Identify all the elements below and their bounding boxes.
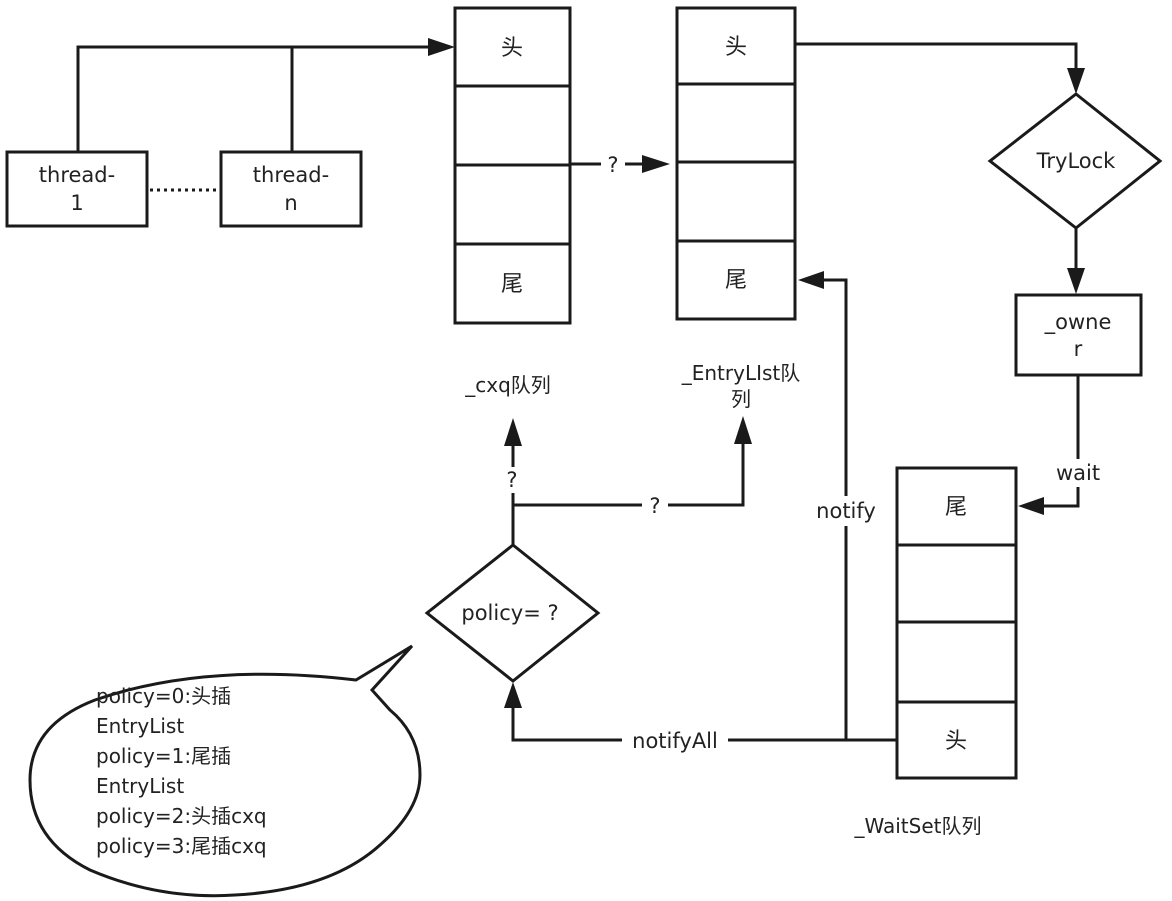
entrylist-arrowhead [642, 155, 670, 173]
waitset-head-label: 头 [945, 729, 967, 754]
cxq-caption-arrowhead [504, 418, 522, 446]
cxq-cell [453, 163, 572, 246]
owner-arrowhead [1067, 268, 1085, 294]
waitset-tail-label: 尾 [945, 495, 967, 520]
note-line: policy=3:尾插cxq [96, 834, 267, 858]
note-line: EntryList [96, 774, 184, 798]
waitset-cell-head [895, 700, 1018, 780]
entrylist-to-trylock-connector [796, 42, 1078, 72]
cxq-to-entrylist-label: ? [607, 153, 618, 177]
entrylist-caption-line2: 列 [731, 387, 751, 411]
owner-box [1014, 293, 1143, 377]
thread1-to-cxq-connector [76, 45, 430, 152]
thread-n-label-line1: thread- [253, 163, 329, 187]
note-line: EntryList [96, 714, 184, 738]
cxq-queue: 头 尾 [453, 6, 572, 325]
cxq-head-label: 头 [501, 36, 523, 61]
thread-n-box [219, 150, 363, 228]
waitset-caption: _WaitSet队列 [854, 814, 982, 838]
thread-n-label-line2: n [284, 191, 297, 215]
entrylist-queue: 头 尾 [675, 6, 797, 321]
notifyall-label: notifyAll [632, 729, 718, 753]
label-background [642, 492, 668, 518]
entrylist-caption-arrowhead [734, 416, 752, 444]
policy-arrowhead [504, 682, 522, 708]
trylock-label: TryLock [1036, 149, 1117, 173]
thread-1-box [5, 150, 149, 228]
thread-1-label-line1: thread- [39, 163, 115, 187]
entrylist-cell-tail [675, 239, 797, 321]
entrylist-cell [675, 160, 797, 243]
notify-label: notify [816, 499, 876, 523]
cxq-cell-tail [453, 242, 572, 325]
policy-to-entrylist-connector [513, 442, 745, 507]
thread-1-label-line2: 1 [70, 191, 83, 215]
entrylist-cell [675, 82, 797, 164]
wait-label: wait [1056, 461, 1100, 485]
label-background [1050, 459, 1106, 487]
waitset-queue: 尾 头 [895, 466, 1018, 780]
label-background [501, 467, 525, 493]
cxq-tail-label: 尾 [501, 272, 523, 297]
policy-to-cxq-label: ? [506, 468, 517, 492]
trylock-arrowhead [1067, 68, 1085, 94]
policy-to-entrylist-label: ? [649, 494, 660, 518]
waitset-notify-connector [822, 278, 848, 740]
policy-diamond [424, 543, 601, 683]
waitset-cell [895, 543, 1018, 624]
note-line: policy=1:尾插 [96, 744, 231, 768]
owner-label-line1: _owne [1044, 310, 1112, 335]
owner-to-waitset-connector [1042, 376, 1080, 508]
note-line: policy=0:头插 [96, 684, 231, 708]
waitset-cell-tail [895, 466, 1018, 547]
label-background [601, 151, 625, 177]
waitset-notifyall-connector [511, 706, 896, 742]
trylock-diamond [987, 92, 1163, 230]
entrylist-caption-line1: _EntryLIst队 [681, 361, 801, 385]
entrylist-tail-arrowhead [798, 271, 824, 289]
label-background [622, 727, 728, 755]
policy-label: policy= ? [461, 601, 558, 625]
cxq-head-arrowhead [428, 38, 455, 56]
cxq-cell [453, 84, 572, 167]
entrylist-tail-label: 尾 [725, 268, 747, 293]
waitset-cell [895, 620, 1018, 704]
entrylist-head-label: 头 [725, 35, 747, 60]
owner-label-line2: r [1074, 337, 1083, 361]
cxq-caption: _cxq队列 [464, 373, 551, 397]
note-line: policy=2:头插cxq [96, 804, 267, 828]
waitset-arrowhead [1018, 497, 1044, 515]
label-background [806, 496, 886, 526]
policy-note-bubble [28, 644, 422, 898]
